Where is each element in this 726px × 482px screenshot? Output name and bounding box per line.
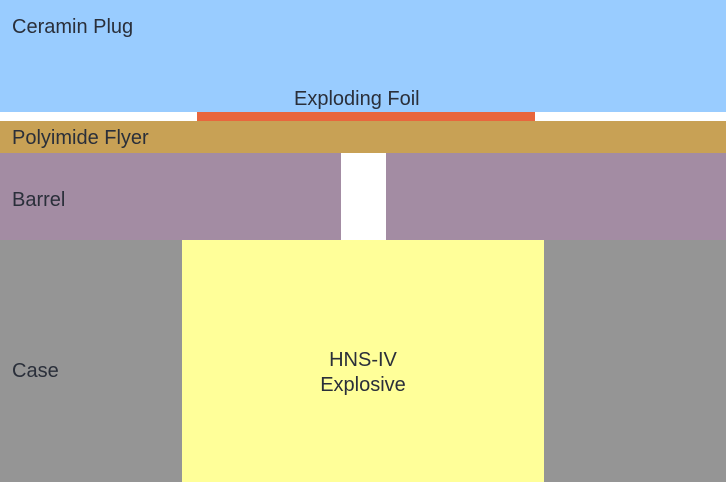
ceramic-plug-layer <box>0 0 726 112</box>
exploding-foil-strip <box>197 112 535 121</box>
explosive-label: HNS-IV Explosive <box>182 348 544 398</box>
barrel-label: Barrel <box>12 189 66 211</box>
case-left-section <box>0 240 182 482</box>
barrel-right-section <box>386 153 726 240</box>
barrel-left-section <box>0 153 341 240</box>
ceramic-plug-label: Ceramin Plug <box>12 16 134 38</box>
case-label: Case <box>12 360 59 382</box>
case-right-section <box>544 240 726 482</box>
barrel-bore-opening <box>341 153 386 240</box>
hns-iv-explosive-charge <box>182 240 544 482</box>
polyimide-flyer-label: Polyimide Flyer <box>12 127 149 149</box>
polyimide-flyer-layer <box>0 121 726 153</box>
exploding-foil-label: Exploding Foil <box>294 88 420 110</box>
explosive-label-line-1: HNS-IV <box>329 349 397 371</box>
explosive-label-line-2: Explosive <box>320 374 406 396</box>
